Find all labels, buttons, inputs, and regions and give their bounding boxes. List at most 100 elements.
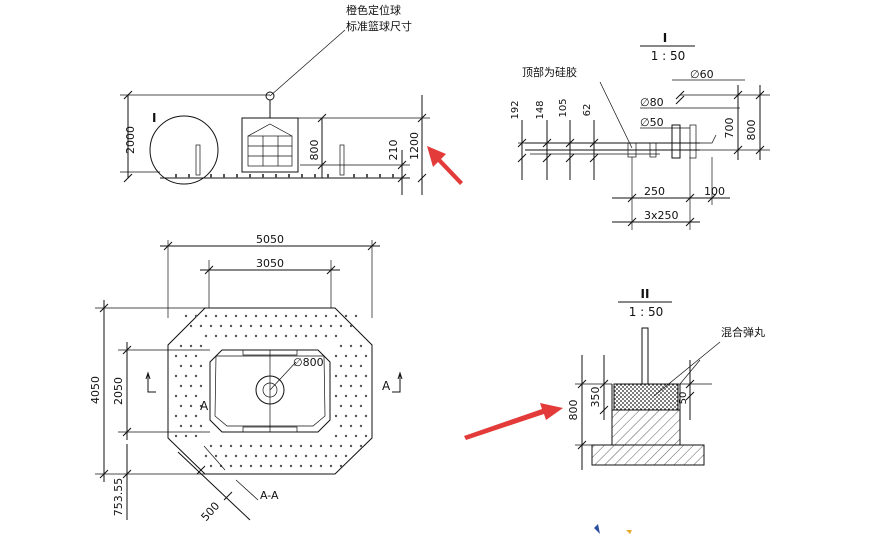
section-A-right: A bbox=[382, 379, 391, 393]
surface-dot bbox=[354, 434, 358, 438]
surface-dot bbox=[334, 454, 338, 458]
detail-I-marker: I bbox=[152, 111, 156, 125]
surface-dot bbox=[334, 414, 338, 418]
surface-dot bbox=[324, 334, 328, 338]
surface-dot bbox=[174, 354, 178, 358]
surface-dot bbox=[179, 384, 183, 388]
dim-50: 50 bbox=[678, 392, 689, 405]
surface-dot bbox=[249, 464, 253, 468]
dim-3x250: 3x250 bbox=[644, 209, 679, 222]
surface-dot bbox=[364, 354, 368, 358]
dim-phi80: ∅80 bbox=[640, 96, 664, 109]
surface-dot bbox=[279, 444, 283, 448]
surface-dot bbox=[354, 374, 358, 378]
surface-dot bbox=[364, 414, 368, 418]
label-mixed-pellets: 混合弹丸 bbox=[721, 325, 765, 339]
surface-dot bbox=[229, 444, 233, 448]
surface-dot bbox=[349, 324, 353, 328]
surface-dot bbox=[359, 444, 363, 448]
surface-dot bbox=[184, 434, 188, 438]
surface-dot bbox=[184, 414, 188, 418]
dim-800-detail: 800 bbox=[745, 120, 758, 141]
surface-dot bbox=[259, 464, 263, 468]
dim-800: 800 bbox=[308, 140, 321, 161]
pellet-layer bbox=[613, 383, 679, 411]
surface-dot bbox=[319, 444, 323, 448]
surface-dot bbox=[344, 414, 348, 418]
dim-1200: 1200 bbox=[408, 132, 421, 160]
detail-I-title: I bbox=[663, 31, 667, 45]
surface-dot bbox=[299, 464, 303, 468]
dim-5050: 5050 bbox=[256, 233, 284, 246]
dim-phi50: ∅50 bbox=[640, 116, 664, 129]
surface-dot bbox=[334, 434, 338, 438]
label-orange-ball: 橙色定位球 bbox=[346, 3, 401, 17]
surface-dot bbox=[334, 314, 338, 318]
surface-dot bbox=[279, 464, 283, 468]
surface-dot bbox=[334, 374, 338, 378]
surface-dot bbox=[289, 444, 293, 448]
surface-dot bbox=[194, 414, 198, 418]
dim-500: 500 bbox=[199, 500, 223, 524]
surface-dot bbox=[254, 334, 258, 338]
elevation-view: 2000 I 橙色定位球 标准篮球尺寸 bbox=[120, 3, 430, 195]
surface-dot bbox=[344, 374, 348, 378]
surface-dot bbox=[364, 394, 368, 398]
surface-dot bbox=[354, 414, 358, 418]
surface-dot bbox=[249, 444, 253, 448]
surface-dot bbox=[204, 314, 208, 318]
surface-dot bbox=[359, 364, 363, 368]
surface-dot bbox=[354, 354, 358, 358]
surface-dot bbox=[339, 344, 343, 348]
surface-dot bbox=[304, 454, 308, 458]
surface-dot bbox=[339, 404, 343, 408]
label-top-silicone: 顶部为硅胶 bbox=[522, 65, 577, 79]
surface-dot bbox=[179, 364, 183, 368]
surface-dot bbox=[264, 314, 268, 318]
dim-700: 700 bbox=[723, 118, 736, 139]
surface-dot bbox=[189, 324, 193, 328]
surface-dot bbox=[209, 444, 213, 448]
dim-62: 62 bbox=[582, 104, 593, 117]
surface-dot bbox=[254, 314, 258, 318]
surface-dot bbox=[199, 344, 203, 348]
surface-dot bbox=[329, 324, 333, 328]
inner-pit bbox=[209, 349, 331, 433]
surface-dot bbox=[319, 464, 323, 468]
surface-dot bbox=[314, 454, 318, 458]
surface-dot bbox=[354, 314, 358, 318]
section-A-left: A bbox=[200, 399, 209, 413]
dim-800-ii: 800 bbox=[567, 400, 580, 421]
surface-dot bbox=[334, 334, 338, 338]
surface-dot bbox=[264, 334, 268, 338]
surface-dot bbox=[294, 314, 298, 318]
surface-dot bbox=[204, 454, 208, 458]
surface-dot bbox=[349, 384, 353, 388]
surface-dot bbox=[269, 324, 273, 328]
surface-dot bbox=[304, 314, 308, 318]
surface-dot bbox=[339, 364, 343, 368]
surface-dot bbox=[364, 374, 368, 378]
surface-dot bbox=[184, 394, 188, 398]
surface-dot bbox=[184, 314, 188, 318]
surface-dot bbox=[214, 314, 218, 318]
surface-dot bbox=[179, 344, 183, 348]
dim-phi800: ∅800 bbox=[293, 356, 324, 369]
dim-250: 250 bbox=[644, 185, 665, 198]
foundation-block bbox=[611, 409, 681, 446]
center-post bbox=[255, 375, 285, 405]
surface-dot bbox=[189, 424, 193, 428]
bottom-mark bbox=[626, 530, 632, 534]
surface-dot bbox=[314, 334, 318, 338]
orange-ball bbox=[265, 91, 275, 101]
surface-dot bbox=[349, 364, 353, 368]
surface-dot bbox=[189, 364, 193, 368]
dim-350: 350 bbox=[589, 387, 602, 408]
surface-dot bbox=[179, 424, 183, 428]
surface-dot bbox=[249, 324, 253, 328]
surface-dot bbox=[304, 334, 308, 338]
surface-dot bbox=[319, 324, 323, 328]
surface-dot bbox=[344, 354, 348, 358]
surface-dot bbox=[339, 324, 343, 328]
